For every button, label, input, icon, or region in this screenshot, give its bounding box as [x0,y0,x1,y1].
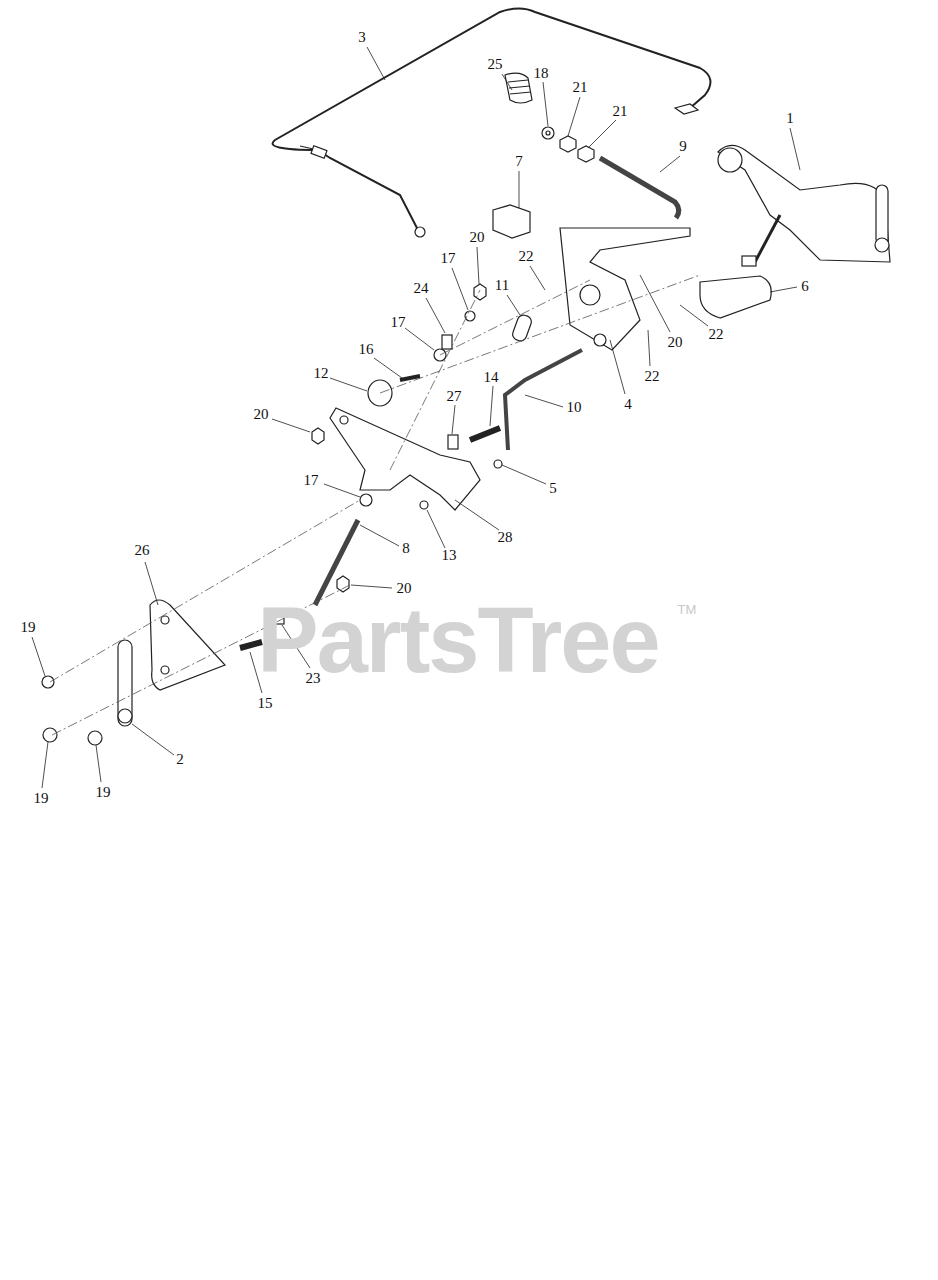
callout-number: 17 [304,473,319,488]
callout-number: 20 [668,335,683,350]
callout-number: 27 [447,389,462,404]
callout-number: 22 [519,249,534,264]
callout-number: 12 [314,366,329,381]
callout-number: 5 [549,481,557,496]
callout-number: 6 [801,279,809,294]
callout-number: 1 [786,111,794,126]
callout-number: 24 [414,281,429,296]
callout-number: 28 [498,530,513,545]
callout-number: 20 [254,407,269,422]
callout-number: 19 [34,791,49,806]
callout-number: 14 [484,370,499,385]
callout-number: 21 [573,80,588,95]
callout-number: 10 [567,400,582,415]
callout-number: 11 [495,278,509,293]
callout-number: 7 [515,154,523,169]
callout-number: 15 [258,696,273,711]
callout-number: 17 [391,315,406,330]
callout-number: 22 [645,369,660,384]
callout-number: 19 [96,785,111,800]
callout-number: 8 [402,541,410,556]
trademark-mark: TM [678,603,697,616]
callout-number: 3 [358,30,366,45]
callout-number: 4 [624,397,632,412]
callout-number: 16 [359,342,374,357]
callout-number: 18 [534,66,549,81]
callout-number: 25 [488,57,503,72]
callout-number: 13 [442,548,457,563]
callout-number: 21 [613,104,628,119]
callout-number: 17 [441,251,456,266]
callout-number: 9 [679,139,687,154]
watermark: PartsTree [257,594,658,686]
callout-number: 26 [135,543,150,558]
callout-number: 2 [176,752,184,767]
callout-number: 19 [21,620,36,635]
callout-number: 22 [709,327,724,342]
callout-number: 20 [470,230,485,245]
